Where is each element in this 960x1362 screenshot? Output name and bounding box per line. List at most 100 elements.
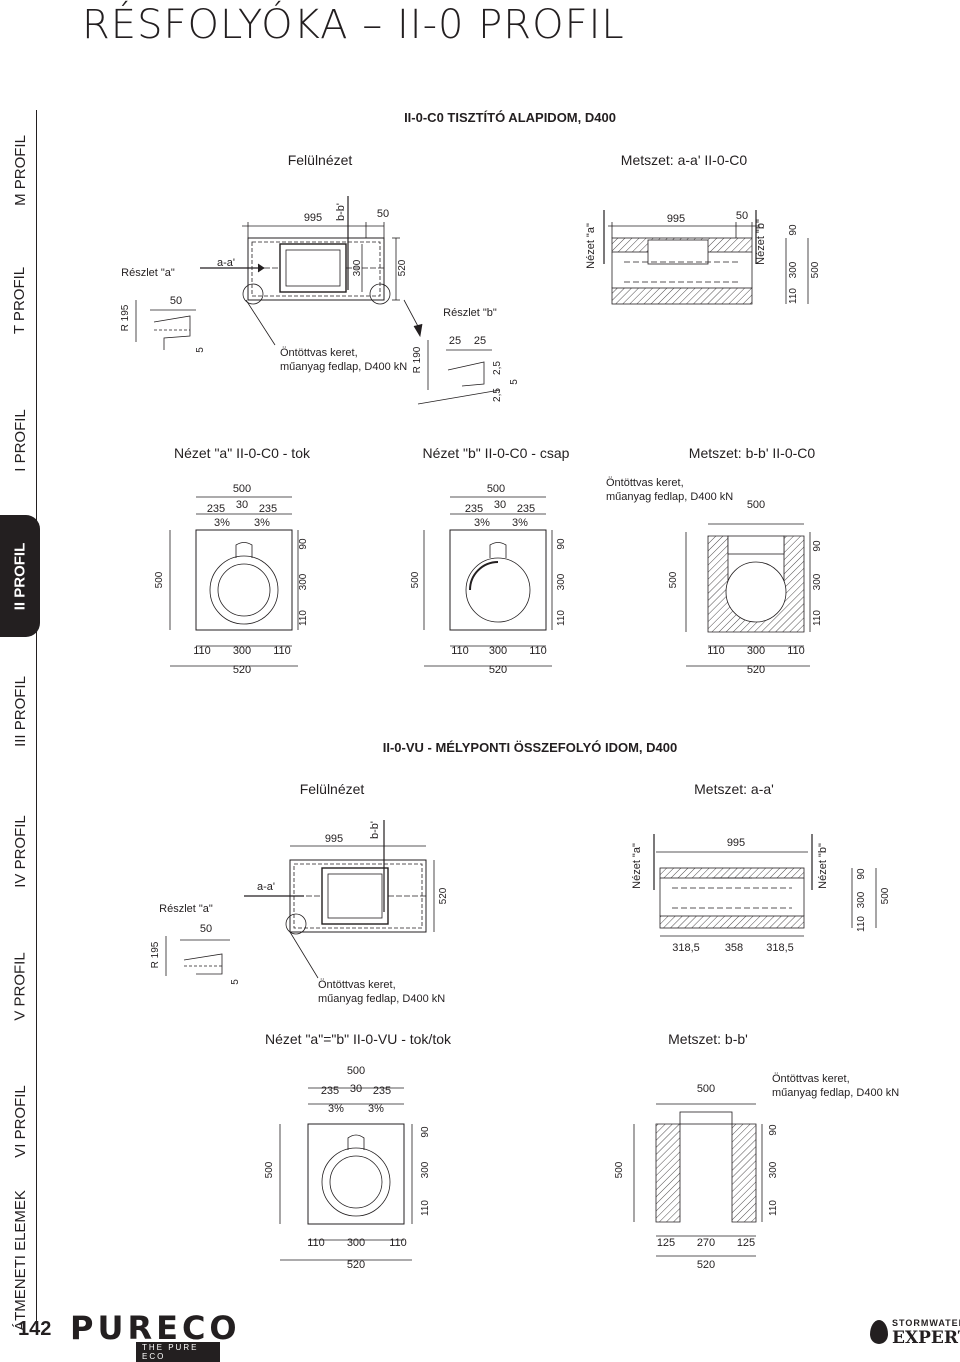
svg-text:Nézet "a": Nézet "a" xyxy=(631,843,643,889)
svg-text:50: 50 xyxy=(170,295,182,307)
svg-text:50: 50 xyxy=(736,210,748,222)
svg-text:235: 235 xyxy=(207,503,225,515)
svg-text:Nézet "a" II-0-C0 - tok: Nézet "a" II-0-C0 - tok xyxy=(174,445,311,461)
svg-text:110: 110 xyxy=(856,916,867,932)
svg-text:90: 90 xyxy=(856,868,867,880)
svg-text:110: 110 xyxy=(420,1200,431,1216)
svg-text:110: 110 xyxy=(556,610,567,626)
water-drop-icon xyxy=(870,1320,888,1344)
profile-sidebar: M PROFIL T PROFIL I PROFIL II PROFIL III… xyxy=(0,110,40,1330)
svg-text:520: 520 xyxy=(347,1259,365,1271)
top-view-1 xyxy=(200,196,423,346)
svg-text:90: 90 xyxy=(556,538,567,550)
svg-text:520: 520 xyxy=(697,1259,715,1271)
svg-text:500: 500 xyxy=(697,1083,715,1095)
svg-text:Részlet "b": Részlet "b" xyxy=(443,307,497,319)
svg-text:Metszet: b-b': Metszet: b-b' xyxy=(668,1031,748,1047)
stormwater-expert-logo: STORMWATER EXPERT xyxy=(866,1318,960,1354)
svg-text:110: 110 xyxy=(768,1200,779,1216)
svg-text:358: 358 xyxy=(725,942,743,954)
svg-text:500: 500 xyxy=(747,499,765,511)
svg-text:Részlet "a": Részlet "a" xyxy=(121,267,175,279)
svg-text:30: 30 xyxy=(236,499,248,511)
svg-text:Felülnézet: Felülnézet xyxy=(300,781,365,797)
svg-text:Nézet "b": Nézet "b" xyxy=(755,219,767,265)
section2-heading: II-0-VU - MÉLYPONTI ÖSSZEFOLYÓ IDOM, D40… xyxy=(383,740,677,755)
detail-a-2 xyxy=(165,936,230,976)
svg-text:110: 110 xyxy=(451,645,469,657)
svg-text:500: 500 xyxy=(880,887,891,904)
svg-text:110: 110 xyxy=(707,645,725,657)
svg-text:3%: 3% xyxy=(214,517,230,529)
svg-text:Metszet: a-a': Metszet: a-a' xyxy=(694,781,774,797)
svg-text:300: 300 xyxy=(768,1161,779,1178)
svg-text:R 190: R 190 xyxy=(412,346,423,373)
svg-text:25: 25 xyxy=(449,335,461,347)
view-ab-2-drawing xyxy=(279,1087,413,1261)
svg-text:300: 300 xyxy=(788,261,799,278)
svg-text:520: 520 xyxy=(438,887,449,904)
sidebar-item-ii-profil[interactable]: II PROFIL xyxy=(0,515,40,637)
svg-text:30: 30 xyxy=(494,499,506,511)
section-bb-2-drawing xyxy=(633,1103,763,1257)
section1-top-title: Felülnézet xyxy=(288,152,353,168)
svg-text:Öntöttvas keret,: Öntöttvas keret, xyxy=(280,347,358,359)
svg-text:műanyag fedlap, D400 kN: műanyag fedlap, D400 kN xyxy=(318,993,445,1005)
svg-text:110: 110 xyxy=(298,610,309,626)
svg-text:500: 500 xyxy=(614,1161,625,1178)
svg-text:2,5: 2,5 xyxy=(492,361,503,375)
svg-text:235: 235 xyxy=(517,503,535,515)
svg-text:90: 90 xyxy=(788,224,799,236)
svg-text:235: 235 xyxy=(321,1085,339,1097)
svg-text:995: 995 xyxy=(727,837,745,849)
svg-text:5: 5 xyxy=(509,379,520,385)
svg-text:90: 90 xyxy=(420,1126,431,1138)
svg-text:90: 90 xyxy=(768,1124,779,1136)
svg-text:110: 110 xyxy=(529,645,547,657)
svg-text:90: 90 xyxy=(812,540,823,552)
svg-text:Nézet "a": Nézet "a" xyxy=(585,223,597,269)
svg-text:90: 90 xyxy=(298,538,309,550)
svg-text:500: 500 xyxy=(410,571,421,588)
svg-text:Részlet "a": Részlet "a" xyxy=(159,903,213,915)
svg-text:50: 50 xyxy=(200,923,212,935)
svg-text:500: 500 xyxy=(347,1065,365,1077)
svg-text:110: 110 xyxy=(193,645,211,657)
svg-text:50: 50 xyxy=(377,208,389,220)
svg-text:300: 300 xyxy=(856,891,867,908)
view-b-1-drawing xyxy=(423,496,553,667)
svg-text:520: 520 xyxy=(397,259,408,276)
svg-text:a-a': a-a' xyxy=(217,257,235,269)
svg-text:a-a': a-a' xyxy=(257,881,275,893)
svg-text:3%: 3% xyxy=(474,517,490,529)
svg-text:b-b': b-b' xyxy=(369,821,381,839)
sidebar-divider xyxy=(36,110,37,1330)
svg-text:318,5: 318,5 xyxy=(766,942,794,954)
svg-text:300: 300 xyxy=(233,645,251,657)
svg-text:125: 125 xyxy=(657,1237,675,1249)
svg-text:235: 235 xyxy=(373,1085,391,1097)
svg-text:110: 110 xyxy=(389,1237,407,1249)
svg-text:500: 500 xyxy=(487,483,505,495)
svg-text:270: 270 xyxy=(697,1237,715,1249)
page-number: 142 xyxy=(18,1318,52,1340)
svg-text:520: 520 xyxy=(747,664,765,676)
svg-text:30: 30 xyxy=(350,1083,362,1095)
svg-text:300: 300 xyxy=(556,573,567,590)
svg-text:Nézet "b" II-0-C0 - csap: Nézet "b" II-0-C0 - csap xyxy=(423,445,570,461)
section1-heading: II-0-C0 TISZTÍTÓ ALAPIDOM, D400 xyxy=(404,110,616,125)
section-aa-2-drawing xyxy=(653,834,877,937)
view-a-1-drawing xyxy=(169,496,299,667)
svg-text:500: 500 xyxy=(154,571,165,588)
svg-text:995: 995 xyxy=(325,833,343,845)
svg-text:Öntöttvas keret,: Öntöttvas keret, xyxy=(318,979,396,991)
svg-text:300: 300 xyxy=(420,1161,431,1178)
svg-text:Nézet "b": Nézet "b" xyxy=(817,843,829,889)
svg-text:3%: 3% xyxy=(328,1103,344,1115)
svg-text:235: 235 xyxy=(465,503,483,515)
svg-text:235: 235 xyxy=(259,503,277,515)
svg-text:110: 110 xyxy=(787,645,805,657)
svg-text:110: 110 xyxy=(307,1237,325,1249)
svg-text:műanyag fedlap, D400 kN: műanyag fedlap, D400 kN xyxy=(280,361,407,373)
